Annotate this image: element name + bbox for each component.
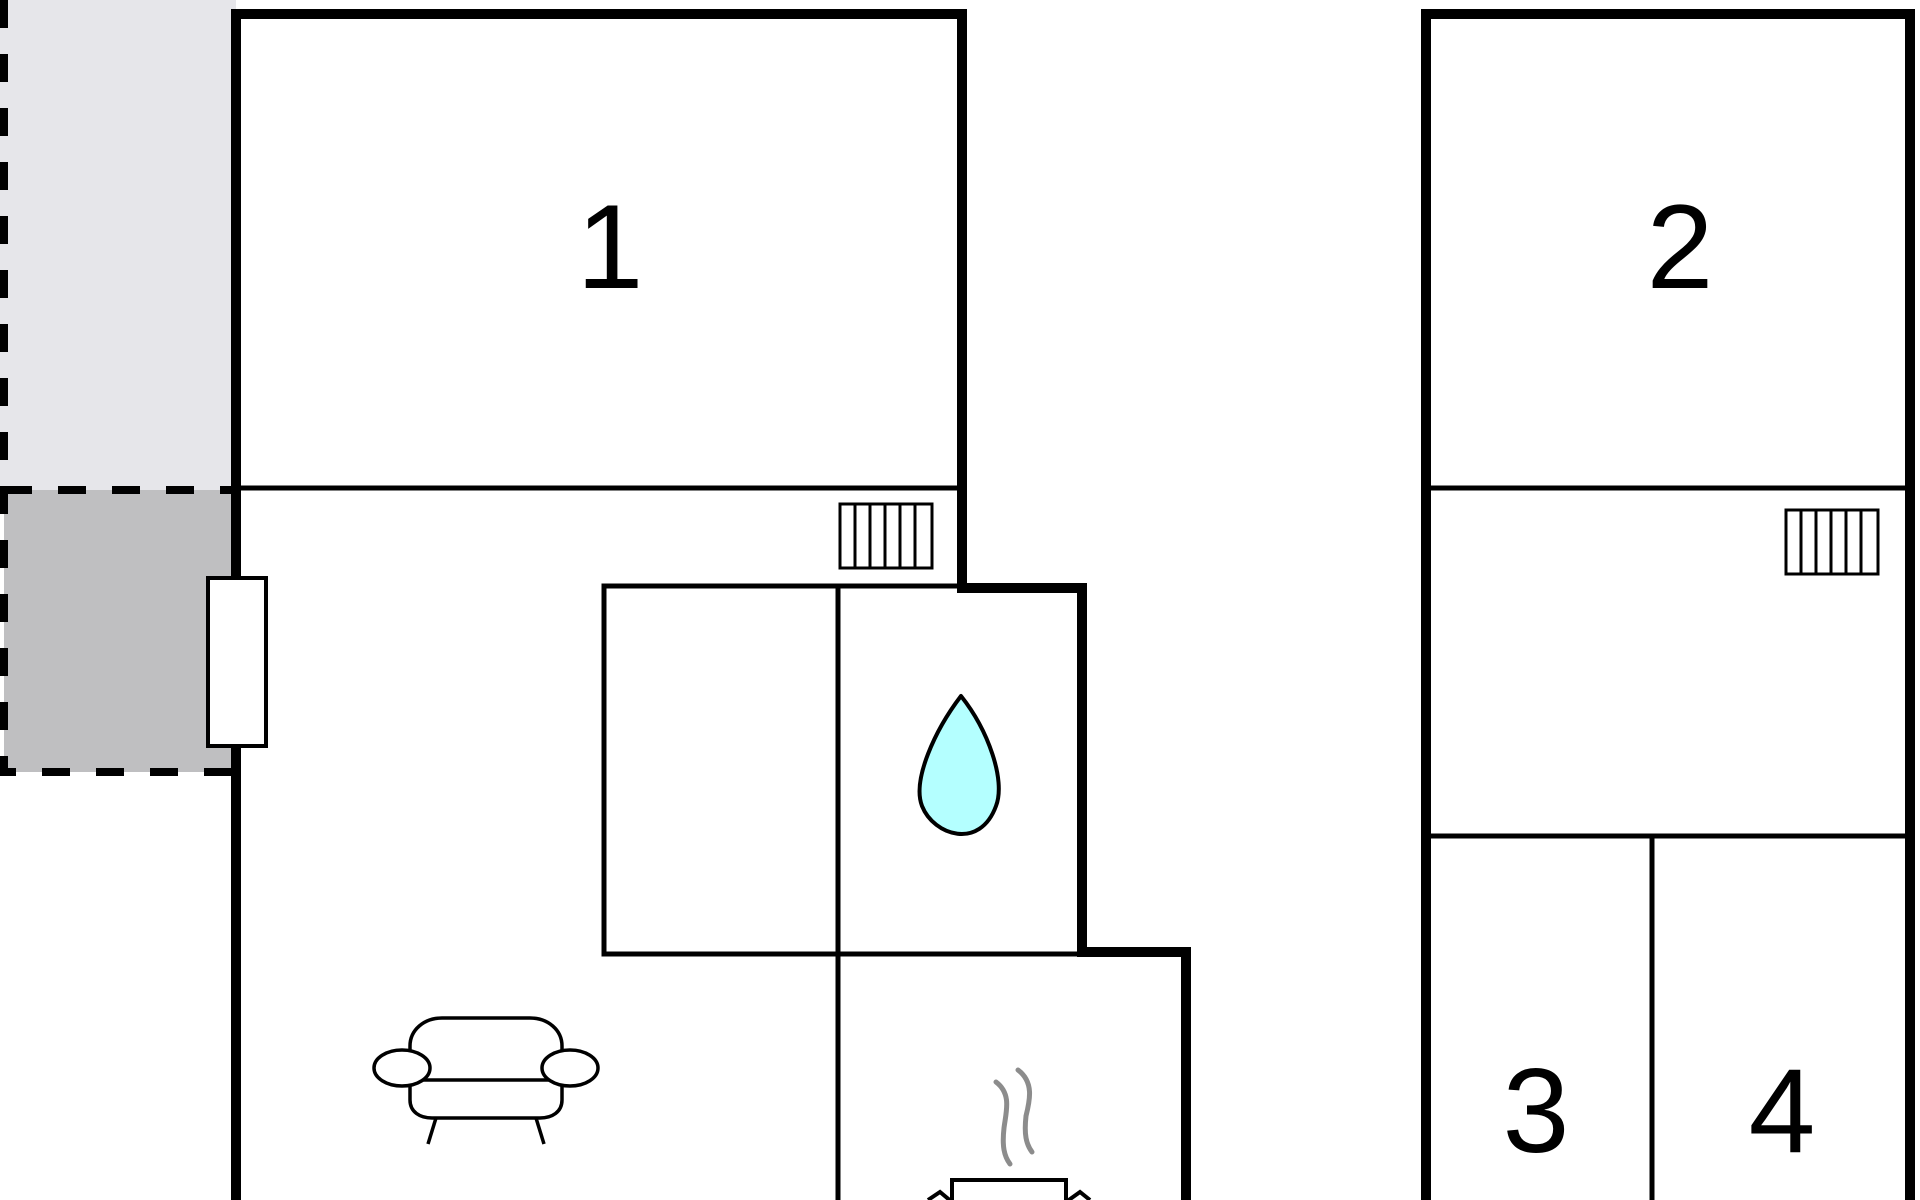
building-left-inner-walls xyxy=(236,485,1085,1200)
room-label-2: 2 xyxy=(1647,180,1714,314)
outer-wall-top xyxy=(231,9,1191,1200)
building-right-walls xyxy=(1421,9,1915,1200)
outdoor-area xyxy=(0,0,236,776)
room-label-3: 3 xyxy=(1503,1044,1570,1178)
radiator-icon xyxy=(838,502,934,570)
water-drop-icon xyxy=(917,694,1001,836)
building-left-walls xyxy=(231,9,1191,1200)
outdoor-area-dark xyxy=(4,490,236,772)
outdoor-area-light xyxy=(0,0,236,490)
stove-icon xyxy=(926,1067,1092,1200)
room-label-4: 4 xyxy=(1749,1044,1816,1178)
outer-wall-right xyxy=(1421,9,1915,1200)
door-icon xyxy=(206,576,268,748)
outdoor-dashed-border xyxy=(0,0,236,776)
room-label-1: 1 xyxy=(577,180,644,314)
sofa-icon xyxy=(372,1016,600,1145)
radiator-icon xyxy=(1784,508,1880,576)
bathroom-box xyxy=(601,583,1085,957)
